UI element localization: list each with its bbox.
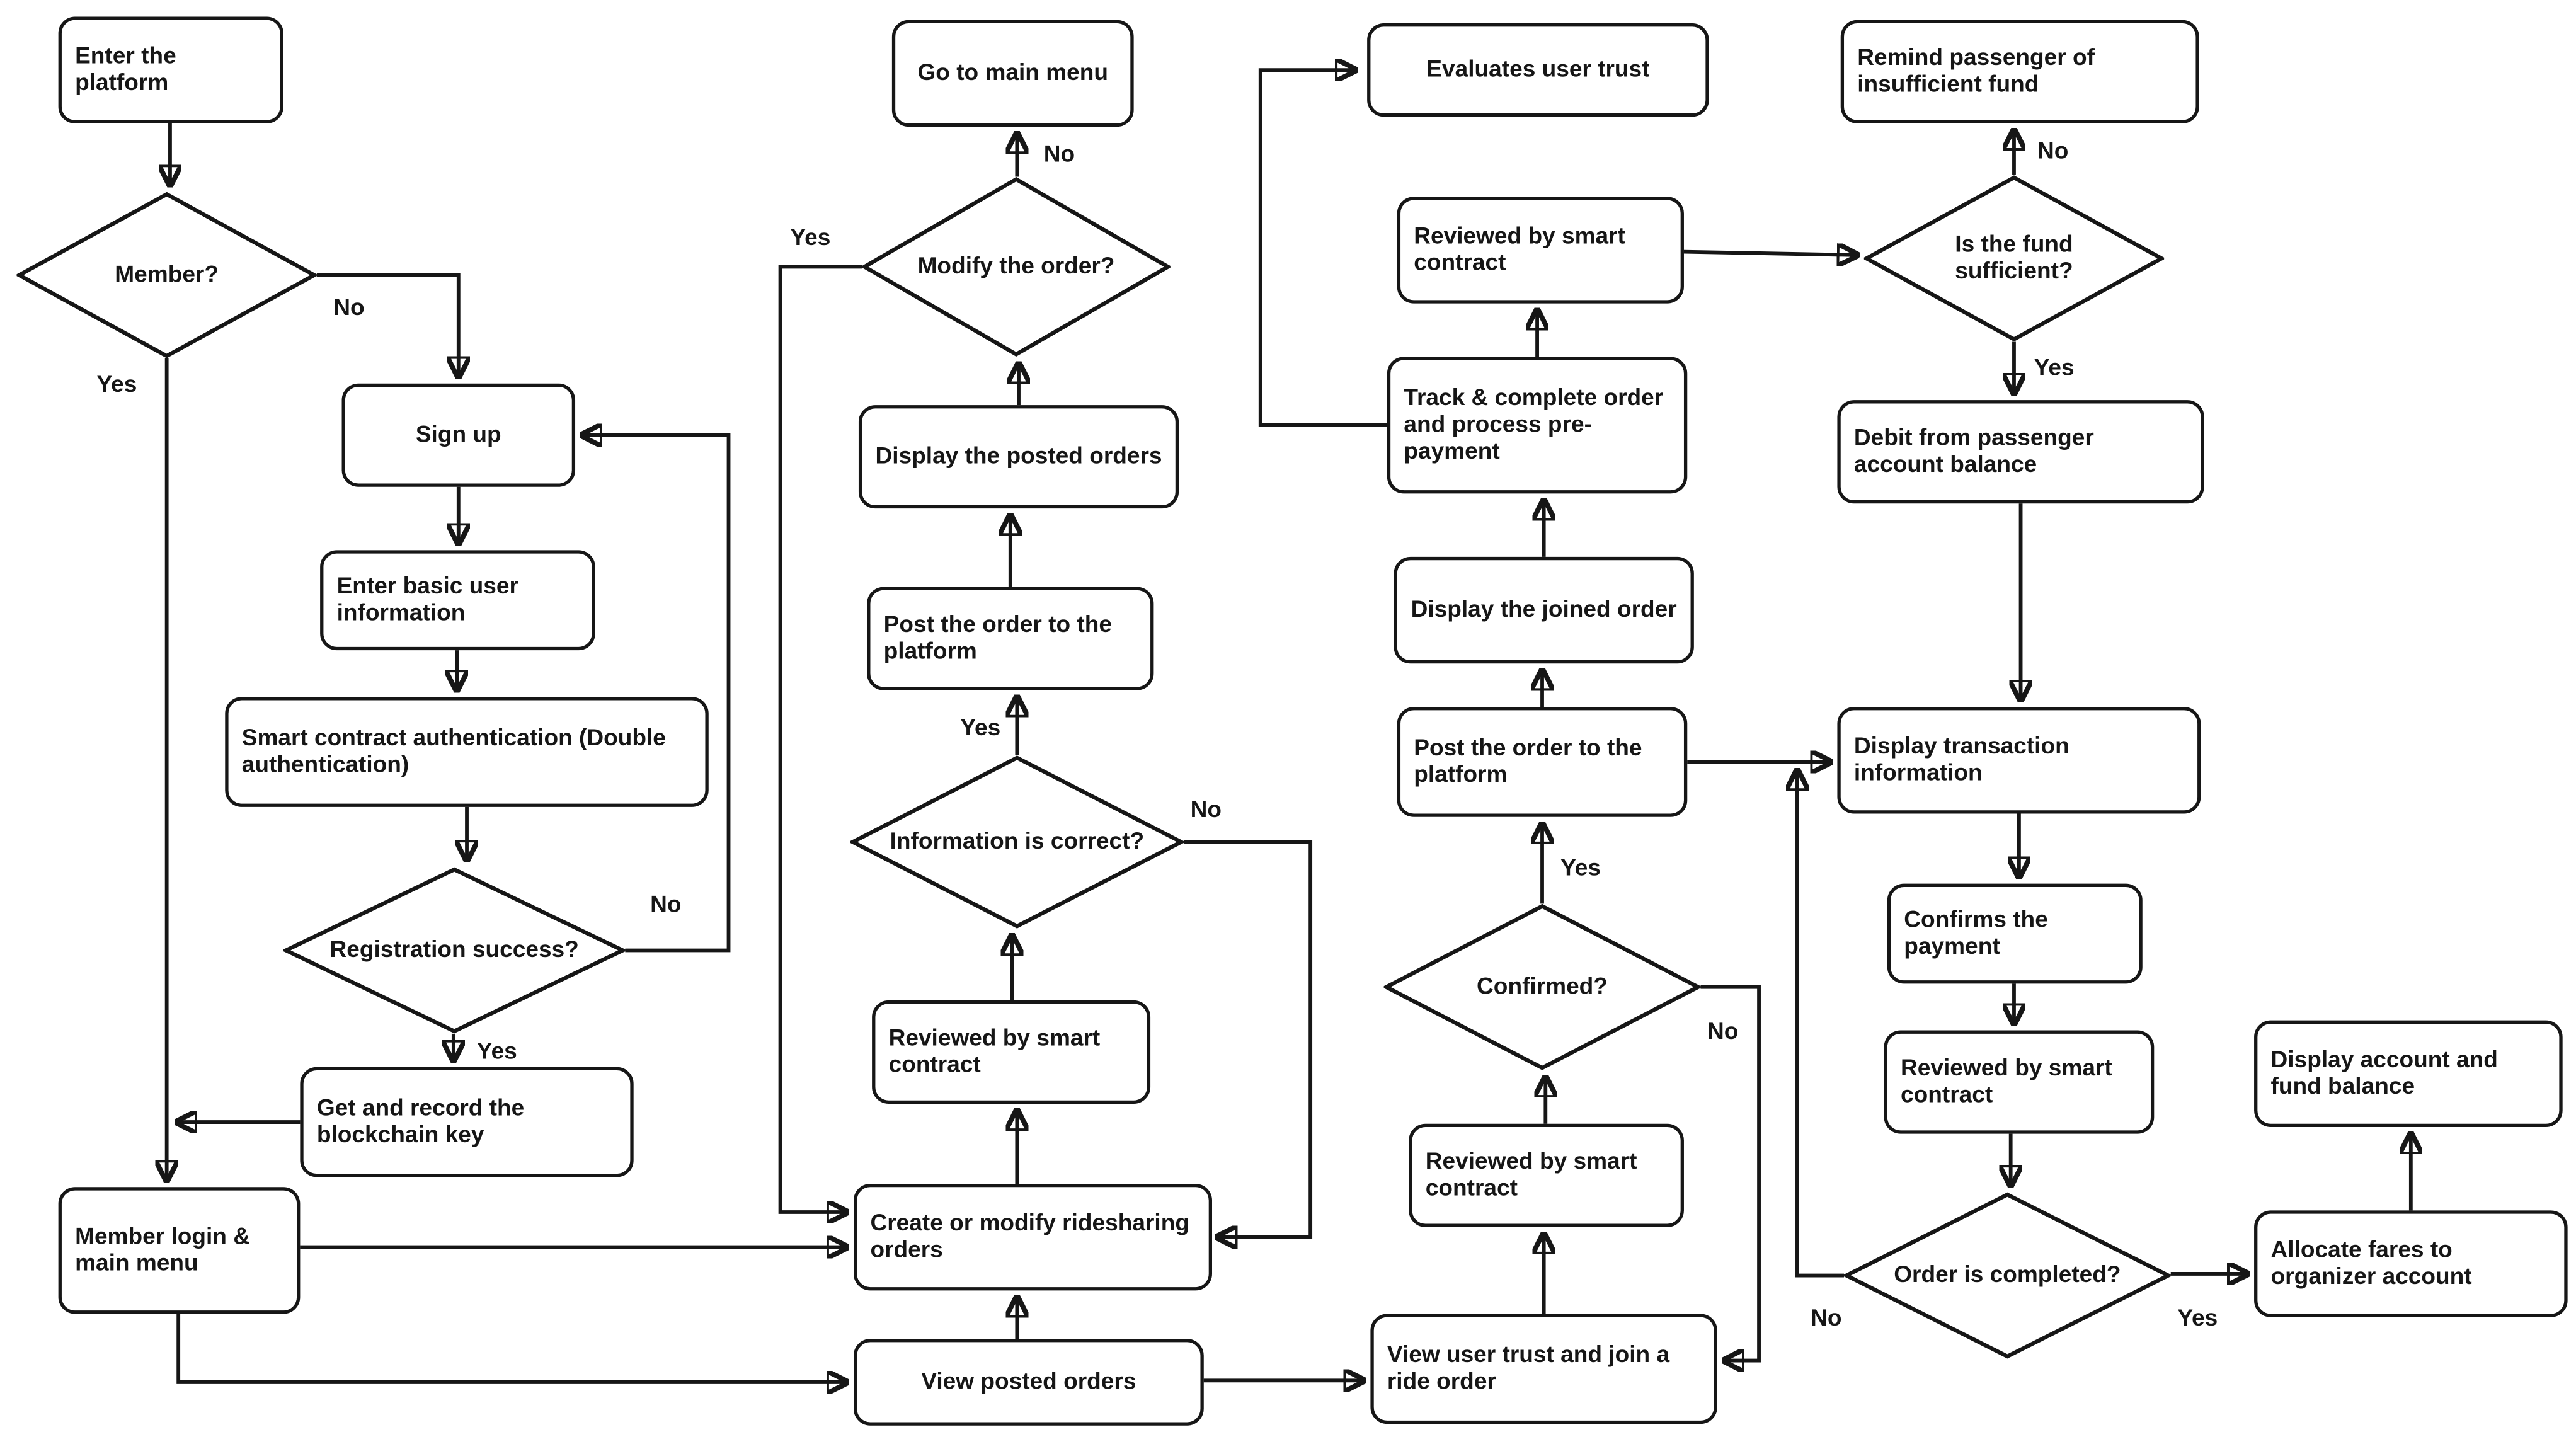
edge-login-viewposted (176, 1314, 847, 1382)
edge-reviewed-fundsufficient (1683, 252, 1857, 255)
node-allocate-fares-label: Allocate fares to organizer account (2270, 1235, 2472, 1289)
node-display-joined-order: Display the joined order (1394, 556, 1694, 664)
edge-label-confirmed-no: No (1707, 1017, 1739, 1044)
edge-ordercompleted-no-displaytransaction (1797, 770, 1845, 1278)
node-reviewed-sc-prepay: Reviewed by smart contract (1397, 197, 1684, 304)
node-remind-passenger: Remind passenger of insufficient fund (1840, 20, 2199, 123)
edge-label-regsuccess-no: No (650, 890, 682, 917)
edge-label-confirmed-yes: Yes (1560, 854, 1601, 881)
node-reviewed-sc-join: Reviewed by smart contract (1409, 1123, 1684, 1227)
edge-label-fund-no: No (2037, 137, 2069, 164)
node-view-user-trust: View user trust and join a ride order (1370, 1314, 1717, 1424)
node-enter-platform: Enter the platform (58, 16, 283, 123)
node-enter-platform-label: Enter the platform (75, 42, 176, 95)
edge-label-modify-no: No (1043, 140, 1075, 167)
node-enter-basic-info: Enter basic user information (320, 550, 595, 651)
node-display-joined-order-label: Display the joined order (1411, 595, 1677, 622)
node-reviewed-sc-post: Reviewed by smart contract (872, 1000, 1151, 1104)
node-post-order-platform2: Post the order to the platform (1397, 707, 1688, 817)
node-debit-passenger-label: Debit from passenger account balance (1853, 424, 2094, 477)
node-sign-up-label: Sign up (415, 420, 501, 447)
edge-label-member-no: No (333, 293, 365, 321)
node-post-order-platform: Post the order to the platform (867, 587, 1154, 690)
node-fund-sufficient-label: Is the fund sufficient? (1955, 231, 2073, 284)
edge-label-ordercompleted-no: No (1811, 1303, 1842, 1331)
node-member-label: Member? (115, 260, 219, 287)
node-view-user-trust-label: View user trust and join a ride order (1387, 1341, 1670, 1394)
node-reviewed-sc-payment-label: Reviewed by smart contract (1901, 1054, 2112, 1108)
node-reviewed-sc-payment: Reviewed by smart contract (1884, 1030, 2155, 1134)
node-display-account: Display account and fund balance (2254, 1020, 2563, 1128)
node-view-posted-orders: View posted orders (854, 1339, 1204, 1426)
edge-track-evaluates (1258, 70, 1387, 427)
node-view-posted-orders-label: View posted orders (921, 1367, 1136, 1394)
node-member-login-label: Member login & main menu (75, 1222, 251, 1276)
node-information-correct-decision: Information is correct? (850, 755, 1184, 929)
node-order-completed-label: Order is completed? (1894, 1261, 2121, 1288)
edge-label-infocorrect-yes: Yes (960, 713, 1001, 741)
node-display-transaction-label: Display transaction information (1853, 732, 2069, 786)
diamond-shape (1383, 903, 1701, 1070)
node-confirmed-decision: Confirmed? (1383, 903, 1701, 1070)
node-member-login: Member login & main menu (58, 1187, 301, 1314)
node-reviewed-sc-join-label: Reviewed by smart contract (1425, 1147, 1637, 1201)
edge-label-fund-yes: Yes (2034, 353, 2075, 381)
node-smart-contract-auth: Smart contract authentication (Double au… (225, 697, 709, 807)
node-track-complete-label: Track & complete order and process pre-p… (1404, 384, 1664, 464)
node-allocate-fares: Allocate fares to organizer account (2254, 1210, 2568, 1317)
node-get-record-key-label: Get and record the blockchain key (316, 1094, 525, 1147)
node-confirmed-label: Confirmed? (1477, 972, 1608, 999)
edge-member-no-signup (316, 273, 459, 377)
node-modify-order-decision: Modify the order? (862, 176, 1171, 357)
node-get-record-key: Get and record the blockchain key (300, 1067, 634, 1177)
node-sign-up: Sign up (341, 383, 576, 487)
edge-label-infocorrect-no: No (1190, 795, 1222, 822)
edge-modify-yes-createmodify (778, 265, 862, 1212)
node-reviewed-sc-prepay-label: Reviewed by smart contract (1414, 222, 1625, 275)
edge-regsuccess-no-signup (582, 435, 731, 953)
node-confirms-payment: Confirms the payment (1887, 883, 2143, 984)
diamond-shape (850, 755, 1184, 929)
node-create-modify-orders-label: Create or modify ridesharing orders (870, 1209, 1189, 1263)
node-debit-passenger: Debit from passenger account balance (1837, 400, 2204, 504)
edge-label-ordercompleted-yes: Yes (2177, 1303, 2218, 1331)
node-fund-sufficient-decision: Is the fund sufficient? (1863, 175, 2165, 342)
node-create-modify-orders: Create or modify ridesharing orders (854, 1184, 1213, 1291)
node-reviewed-sc-post-label: Reviewed by smart contract (888, 1024, 1101, 1077)
diamond-shape (1844, 1192, 2171, 1359)
diamond-shape (862, 176, 1171, 357)
edge-label-modify-yes: Yes (790, 223, 831, 250)
edge-label-regsuccess-yes: Yes (476, 1037, 517, 1064)
node-display-transaction: Display transaction information (1837, 707, 2201, 814)
diamond-shape (283, 867, 626, 1034)
node-confirms-payment-label: Confirms the payment (1904, 905, 2048, 959)
node-go-main-menu: Go to main menu (891, 20, 1134, 127)
node-post-order-platform-label: Post the order to the platform (883, 610, 1112, 664)
diamond-shape (1863, 175, 2165, 342)
node-display-posted-orders: Display the posted orders (858, 405, 1179, 509)
node-evaluates-trust: Evaluates user trust (1367, 23, 1709, 117)
node-evaluates-trust-label: Evaluates user trust (1426, 55, 1650, 83)
diamond-shape (16, 192, 317, 358)
edge-label-member-yes: Yes (96, 370, 137, 397)
node-order-completed-decision: Order is completed? (1844, 1192, 2171, 1359)
node-enter-basic-info-label: Enter basic user information (336, 572, 518, 626)
node-post-order-platform2-label: Post the order to the platform (1414, 734, 1642, 788)
edge-infocorrect-no-createmodify (1184, 840, 1313, 1237)
node-display-account-label: Display account and fund balance (2270, 1046, 2498, 1099)
node-remind-passenger-label: Remind passenger of insufficient fund (1857, 43, 2095, 97)
edge-confirmed-no-viewtrust (1700, 985, 1761, 1361)
node-go-main-menu-label: Go to main menu (917, 59, 1109, 86)
node-registration-success-label: Registration success? (329, 936, 579, 963)
node-track-complete: Track & complete order and process pre-p… (1387, 357, 1688, 494)
node-modify-order-label: Modify the order? (917, 252, 1115, 279)
node-display-posted-orders-label: Display the posted orders (875, 442, 1162, 469)
node-information-correct-label: Information is correct? (890, 827, 1145, 854)
node-member-decision: Member? (16, 192, 317, 358)
node-smart-contract-auth-label: Smart contract authentication (Double au… (241, 724, 666, 777)
node-registration-success-decision: Registration success? (283, 867, 626, 1034)
